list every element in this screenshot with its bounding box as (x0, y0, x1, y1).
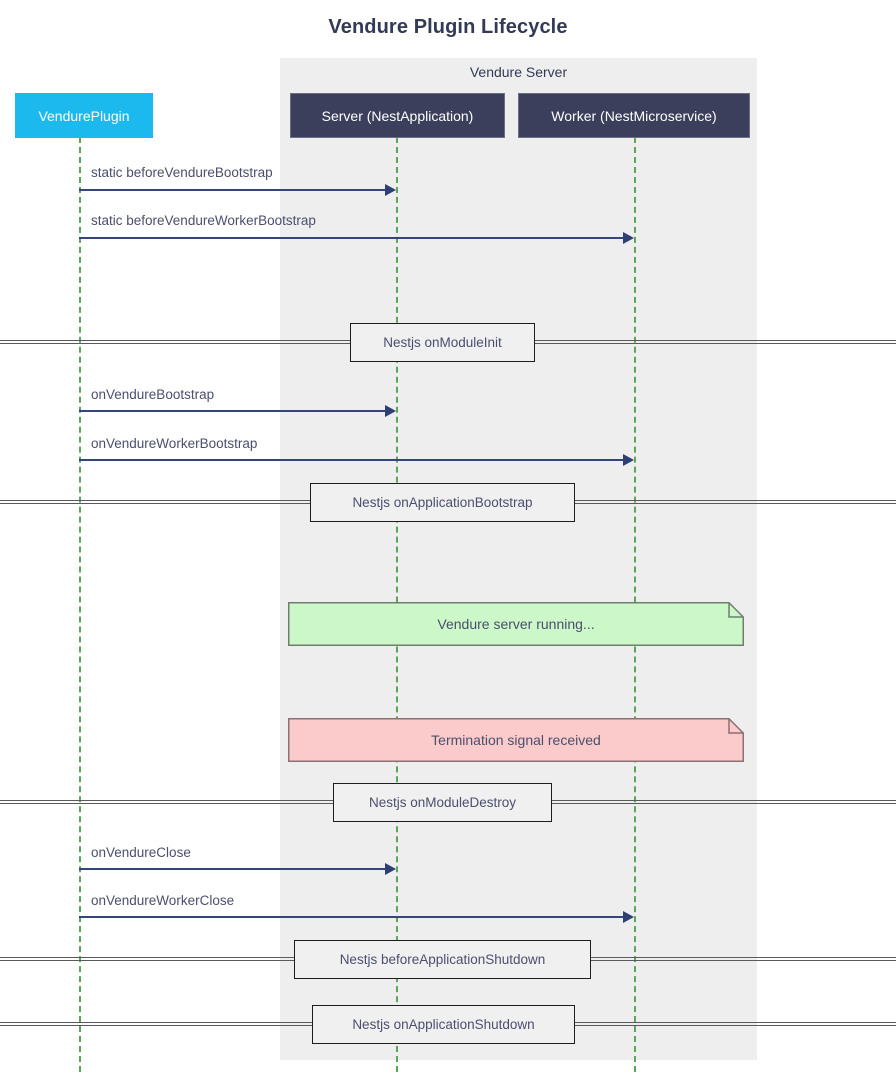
participant-worker[interactable]: Worker (NestMicroservice) (518, 93, 750, 138)
divider-label-on-application-shutdown: Nestjs onApplicationShutdown (312, 1005, 575, 1044)
message-arrowhead (385, 863, 396, 875)
message-arrowhead (623, 232, 634, 244)
participant-vendureplugin[interactable]: VendurePlugin (15, 93, 153, 138)
message-arrowhead (385, 184, 396, 196)
participant-label: Server (NestApplication) (321, 107, 474, 124)
divider-label-text: Nestjs onModuleInit (383, 335, 502, 350)
participant-server[interactable]: Server (NestApplication) (290, 93, 505, 138)
message-label: static beforeVendureBootstrap (91, 165, 273, 180)
note-shape (288, 718, 744, 762)
participant-label: Worker (NestMicroservice) (551, 107, 717, 124)
note-text: Termination signal received (431, 732, 601, 748)
participant-label: VendurePlugin (38, 107, 130, 124)
message-arrowhead (623, 454, 634, 466)
divider-label-on-application-bootstrap: Nestjs onApplicationBootstrap (310, 483, 575, 522)
divider-label-text: Nestjs onModuleDestroy (368, 795, 517, 810)
divider-label-on-module-init: Nestjs onModuleInit (350, 323, 535, 362)
message-line (79, 459, 624, 461)
message-label: onVendureWorkerClose (91, 893, 235, 908)
page-title: Vendure Plugin Lifecycle (328, 16, 568, 38)
message-line (79, 237, 624, 239)
group-label: Vendure Server (469, 64, 568, 80)
message-arrowhead (385, 405, 396, 417)
message-line (79, 916, 624, 918)
divider-label-text: Nestjs onApplicationBootstrap (352, 495, 533, 510)
message-label: static beforeVendureWorkerBootstrap (91, 213, 316, 228)
message-arrowhead (623, 911, 634, 923)
note-vendure-server-running: Vendure server running... (288, 602, 744, 646)
note-text: Vendure server running... (437, 616, 595, 632)
divider-label-text: Nestjs onApplicationShutdown (352, 1017, 535, 1032)
group-box-vendure-server (280, 58, 757, 1060)
divider-label-on-module-destroy: Nestjs onModuleDestroy (333, 783, 552, 822)
note-termination-signal: Termination signal received (288, 718, 744, 762)
message-label: onVendureClose (91, 845, 191, 860)
message-line (79, 189, 386, 191)
divider-label-before-application-shutdown: Nestjs beforeApplicationShutdown (294, 940, 591, 979)
note-shape (288, 602, 744, 646)
message-label: onVendureWorkerBootstrap (91, 436, 258, 451)
lifeline-plugin (79, 137, 81, 1072)
divider-label-text: Nestjs beforeApplicationShutdown (339, 952, 546, 967)
message-line (79, 410, 386, 412)
message-label: onVendureBootstrap (91, 387, 215, 402)
message-line (79, 868, 386, 870)
